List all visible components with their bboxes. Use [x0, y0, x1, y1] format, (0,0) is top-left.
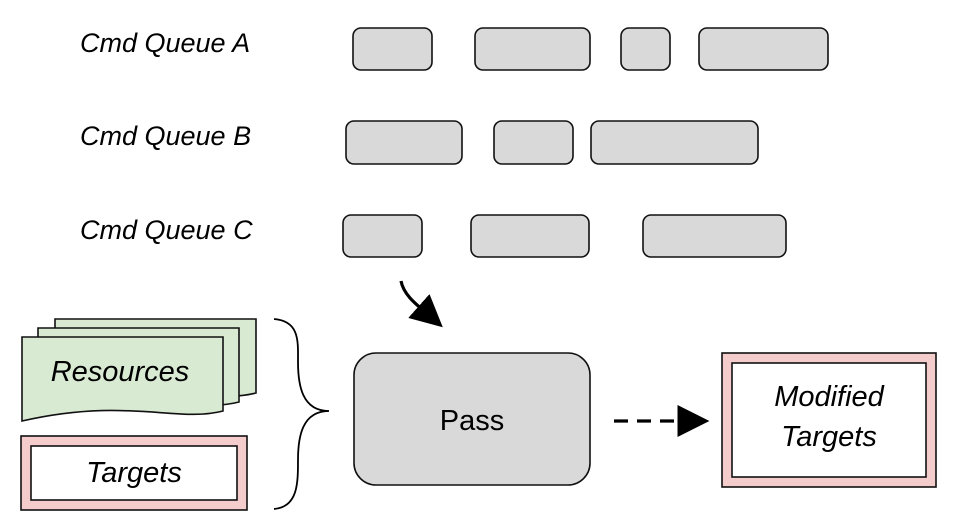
- command-block: [698, 27, 829, 71]
- command-block: [342, 214, 423, 258]
- command-block: [352, 27, 433, 71]
- command-block: [474, 27, 591, 71]
- command-block: [470, 214, 590, 258]
- command-block: [345, 120, 463, 165]
- command-block: [590, 120, 759, 165]
- command-block: [493, 120, 574, 165]
- targets-box: Targets: [20, 435, 248, 511]
- resources-label: Resources: [51, 356, 190, 388]
- targets-label: Targets: [86, 457, 182, 489]
- pass-box: Pass: [353, 352, 591, 486]
- queue-a-row: [352, 27, 829, 71]
- queue-label-b: Cmd Queue B: [80, 121, 251, 151]
- queue-label-a: Cmd Queue A: [80, 28, 250, 58]
- resource-page-front: [21, 336, 224, 423]
- modified-targets-box: Modified Targets: [721, 352, 937, 488]
- resources-stack: Resources: [21, 318, 257, 423]
- targets-inner-box: [30, 445, 238, 501]
- modified-targets-label-line1: Modified: [774, 381, 884, 413]
- command-block: [620, 27, 671, 71]
- curved-arrow-icon: [399, 280, 443, 328]
- modified-targets-inner-box: [731, 362, 927, 478]
- queue-c-row: [342, 214, 787, 258]
- modified-targets-label-line2: Targets: [781, 421, 877, 453]
- curly-brace-icon: [273, 318, 330, 510]
- queue-label-c: Cmd Queue C: [80, 215, 253, 245]
- queue-b-row: [345, 120, 759, 165]
- pass-block: [353, 352, 591, 486]
- command-block: [642, 214, 787, 258]
- pass-label: Pass: [440, 405, 504, 437]
